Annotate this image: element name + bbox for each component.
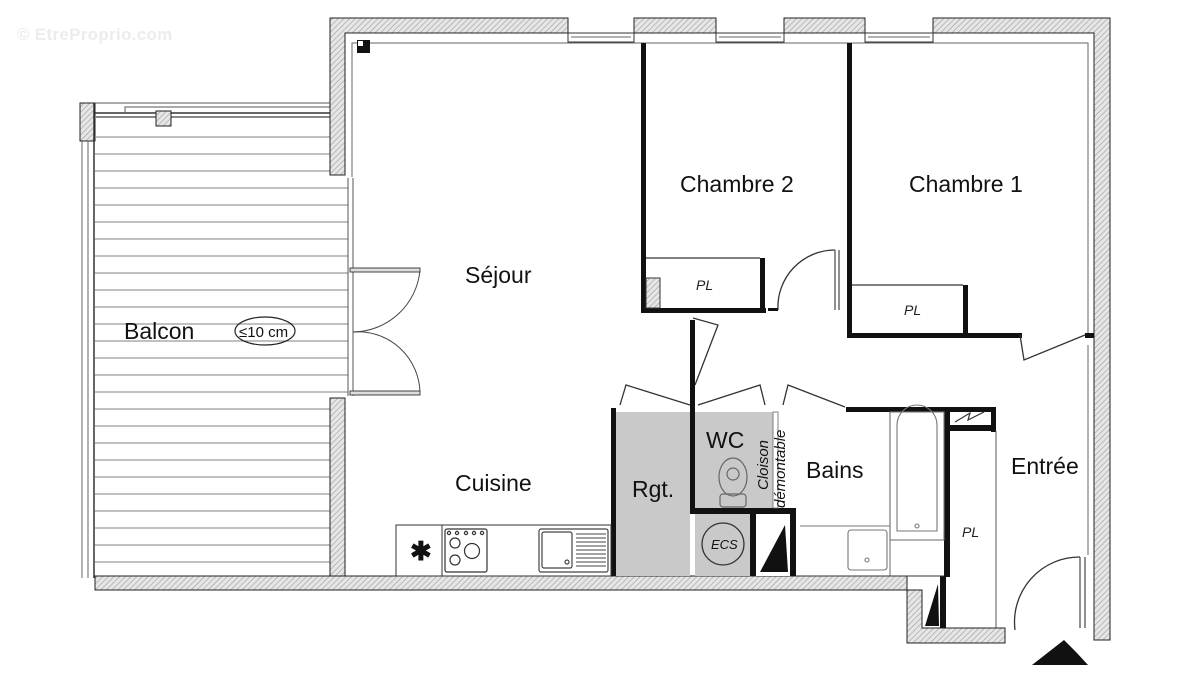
toilet-icon (718, 457, 748, 508)
sink-icon (538, 528, 609, 573)
step-height-badge (234, 316, 296, 346)
cabinet-icon (925, 584, 939, 626)
label-ecs: ECS (711, 537, 738, 552)
label-bains: Bains (806, 457, 864, 483)
label-placard-chambre2: PL (696, 277, 713, 293)
interior-walls (611, 43, 1094, 628)
label-step-height: ≤10 cm (239, 324, 288, 341)
doors[interactable] (619, 249, 1086, 631)
bathroom-fixtures (796, 404, 945, 577)
cooktop-icon (444, 528, 488, 573)
french-door[interactable] (347, 178, 421, 396)
brand-logo-icon (1032, 640, 1088, 665)
water-heater-icon (701, 522, 745, 566)
label-wc: WC (706, 427, 744, 453)
label-placard-entree: PL (962, 524, 979, 540)
watermark: © EtreProprio.com (17, 25, 173, 44)
fridge-snowflake-icon: ✱ (410, 536, 432, 566)
label-cuisine: Cuisine (455, 470, 532, 496)
exterior-walls (94, 17, 1111, 644)
windows (567, 32, 934, 43)
placard-chambre2 (645, 257, 760, 309)
label-chambre2: Chambre 2 (680, 171, 794, 197)
label-rangement: Rgt. (632, 476, 674, 502)
label-demontable: démontable (772, 430, 789, 508)
label-placard-chambre1: PL (904, 302, 921, 318)
kitchen-counter (395, 524, 612, 577)
bathtub-icon (896, 404, 938, 532)
label-sejour: Séjour (465, 262, 532, 288)
balcony (79, 102, 348, 578)
storage-area (616, 411, 790, 576)
washbasin-icon (847, 529, 888, 571)
label-chambre1: Chambre 1 (909, 171, 1023, 197)
label-balcon: Balcon (124, 318, 194, 344)
label-entree: Entrée (1011, 453, 1079, 479)
electric-panel-icon (954, 411, 985, 423)
label-cloison: Cloison (755, 440, 772, 490)
